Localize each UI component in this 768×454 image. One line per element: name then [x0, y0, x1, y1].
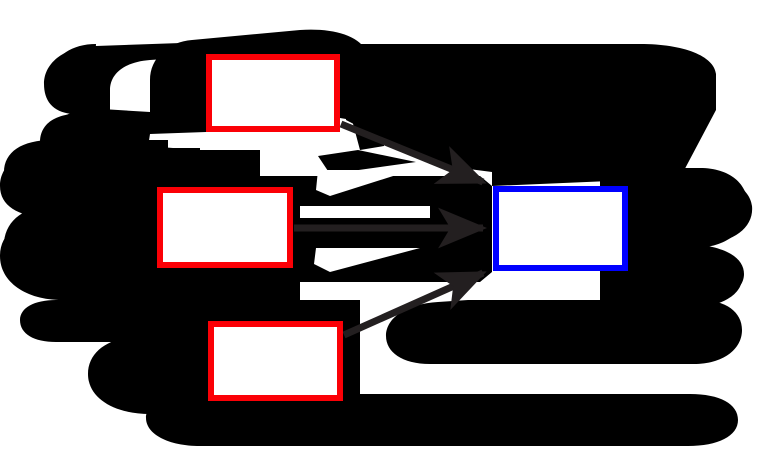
redaction-upper-right-blob — [346, 44, 716, 186]
redaction-bottom-left-lobe — [46, 298, 240, 414]
redaction-notch-lower — [314, 248, 420, 272]
red-box-bottom[interactable] — [208, 321, 343, 401]
redaction-notch-upper — [316, 170, 412, 196]
red-box-middle[interactable] — [157, 187, 293, 268]
redaction-middle-left-lobe — [0, 148, 200, 300]
redaction-lower-right-band — [386, 300, 742, 364]
redaction-top-band — [49, 29, 385, 165]
blue-box-target[interactable] — [493, 186, 628, 271]
edge-top-to-target — [339, 120, 487, 186]
redaction-top-blob-left — [40, 42, 210, 172]
redaction-target-inner — [600, 168, 748, 308]
redaction-left-connector — [88, 284, 300, 318]
redaction-layer — [0, 29, 753, 446]
edge-layer — [294, 120, 488, 339]
edge-bottom-to-target — [342, 269, 487, 339]
red-box-top[interactable] — [206, 54, 340, 132]
redaction-notch-middle — [300, 206, 430, 218]
redaction-top-tail — [92, 150, 260, 178]
redaction-caption-extension — [170, 396, 560, 440]
